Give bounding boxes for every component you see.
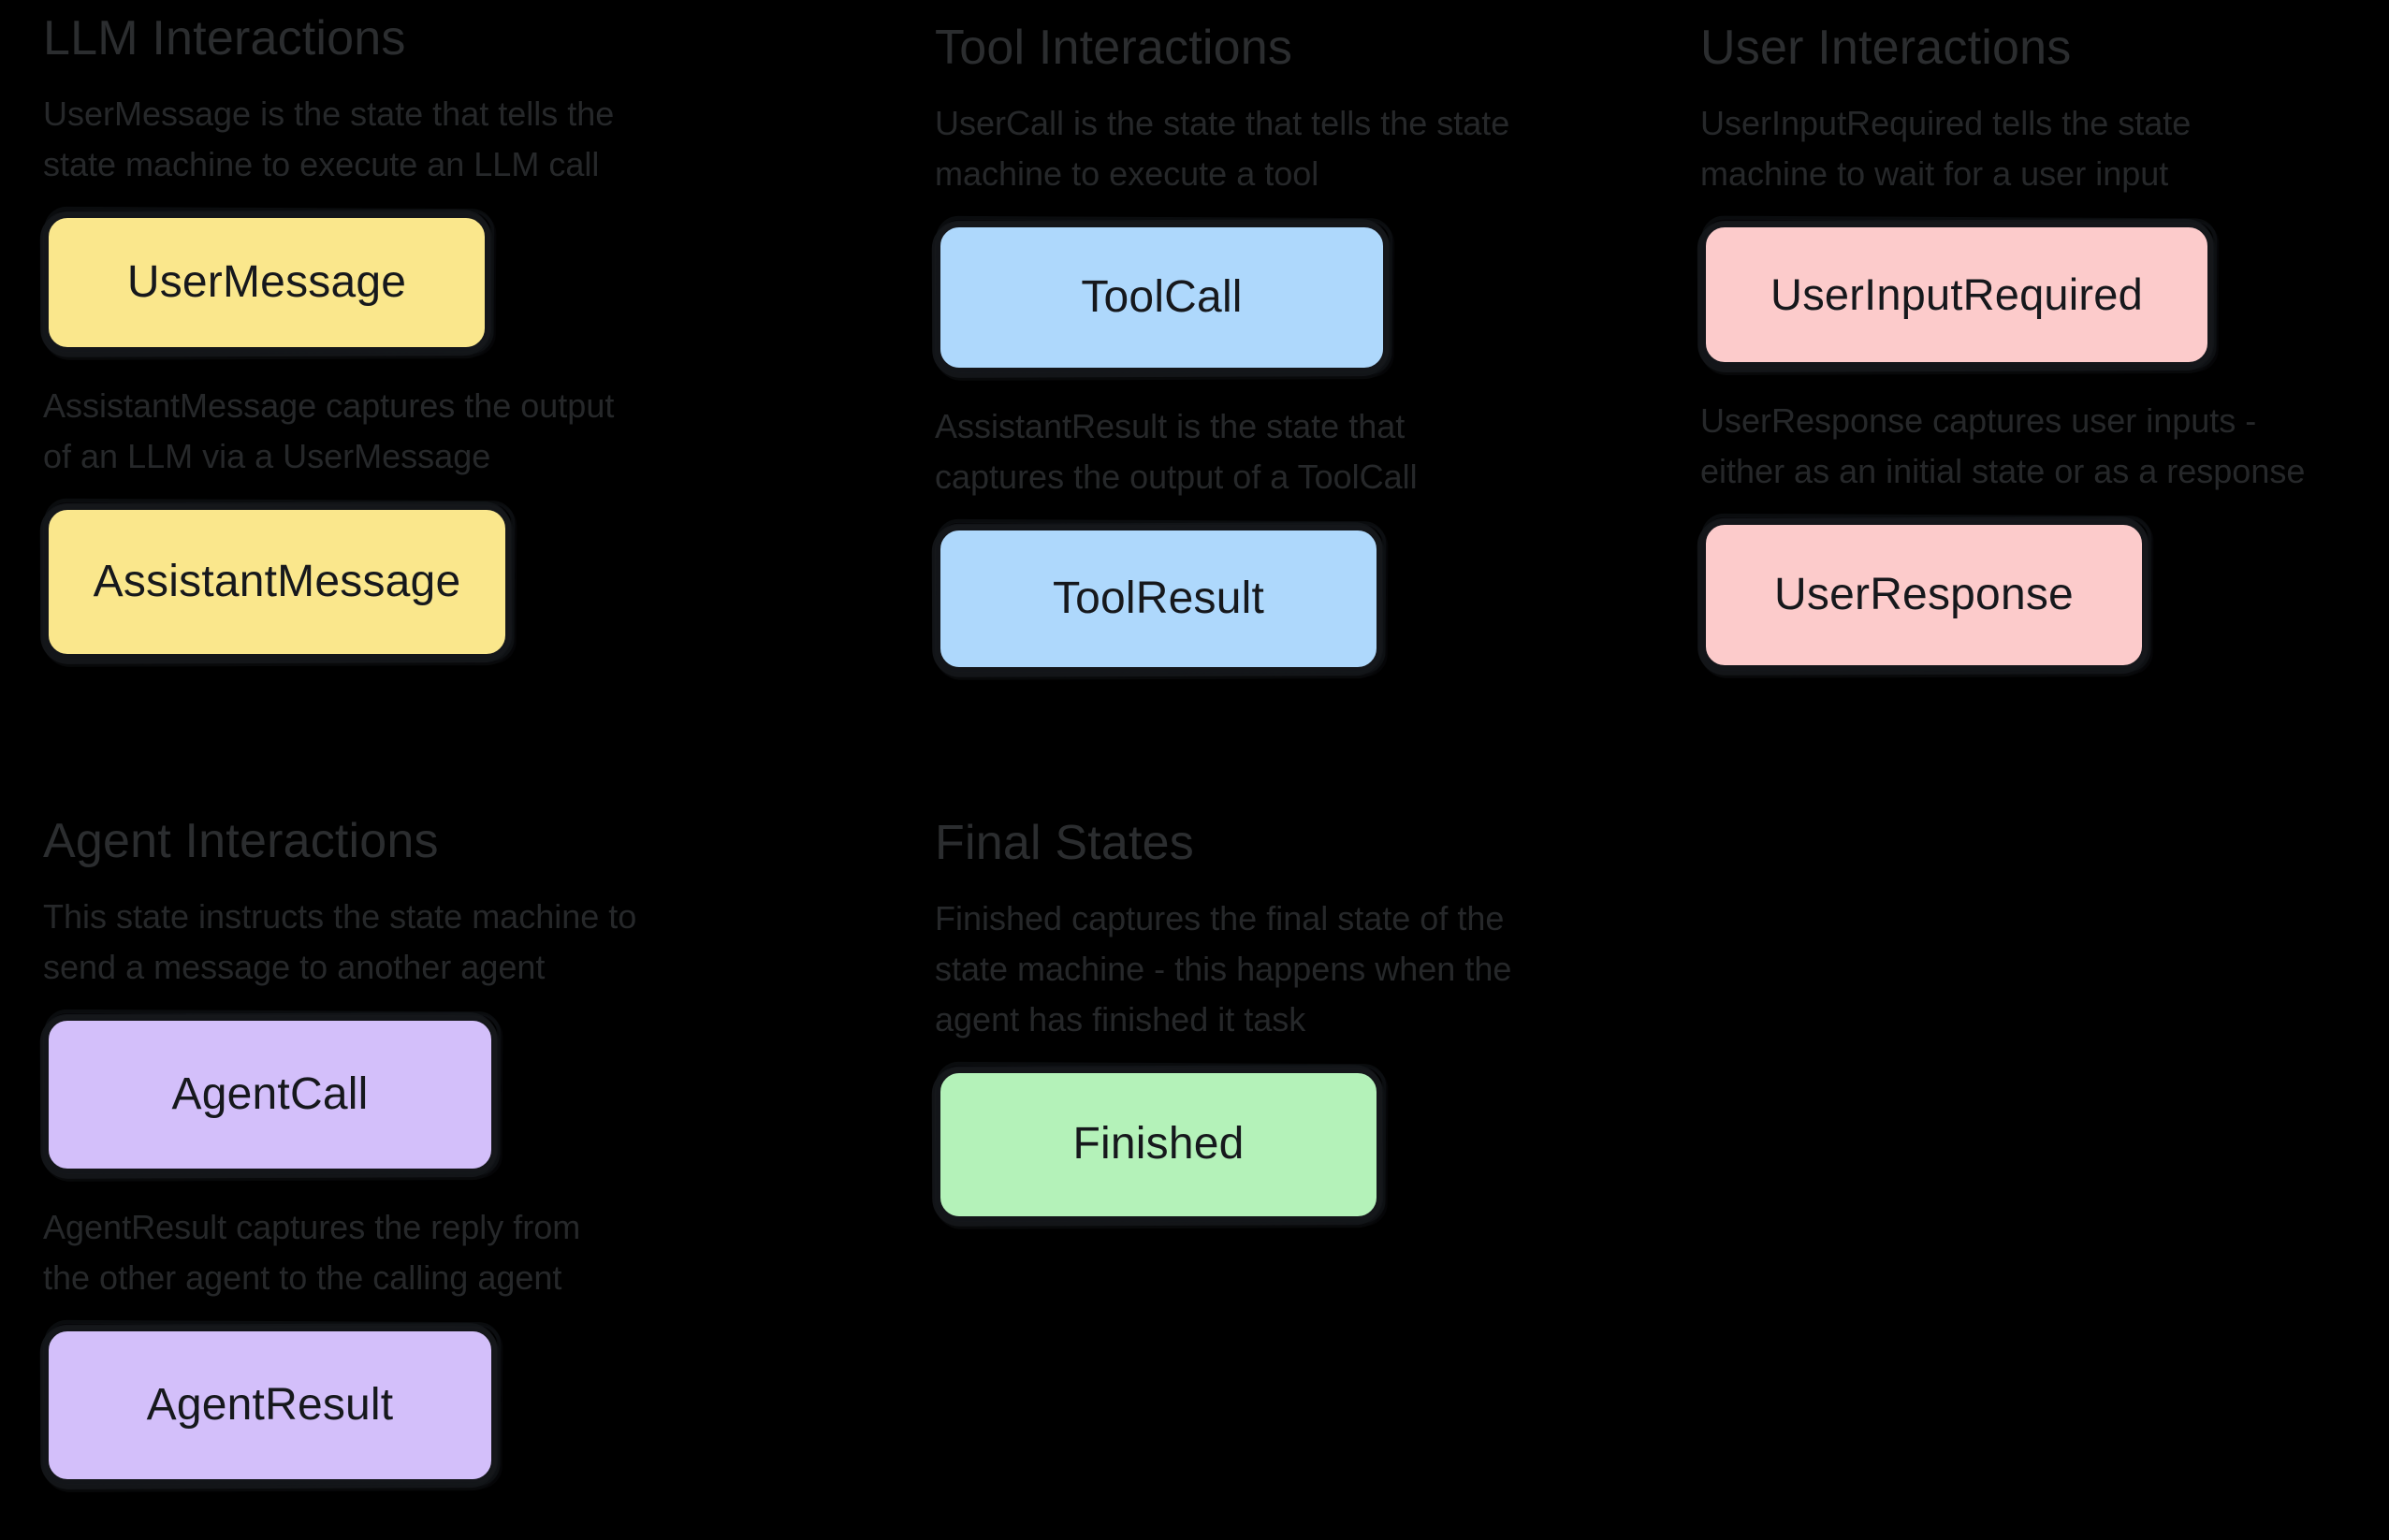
note-toolcall-description: UserCall is the state that tells the sta… bbox=[935, 103, 1510, 193]
note-agentcall-description: This state instructs the state machine t… bbox=[43, 896, 637, 986]
group-title-llm-interactions: LLM Interactions bbox=[43, 11, 406, 65]
node-slot-userinputrequired: UserInputRequired bbox=[1700, 221, 2305, 368]
node-slot-assistantmessage: AssistantMessage bbox=[43, 503, 614, 660]
state-node-userresponse[interactable]: UserResponse bbox=[1700, 518, 2148, 671]
note-finished-description: Finished captures the final state of the… bbox=[935, 898, 1512, 1039]
state-node-userinputrequired[interactable]: UserInputRequired bbox=[1700, 221, 2213, 368]
state-node-assistantmessage[interactable]: AssistantMessage bbox=[43, 503, 511, 660]
state-node-toolcall[interactable]: ToolCall bbox=[935, 221, 1389, 373]
state-node-finished[interactable]: Finished bbox=[935, 1067, 1382, 1222]
state-node-label: Finished bbox=[1072, 1119, 1245, 1170]
node-slot-finished: Finished bbox=[935, 1067, 1511, 1222]
state-node-agentcall[interactable]: AgentCall bbox=[43, 1014, 497, 1174]
state-node-label: AssistantMessage bbox=[93, 556, 461, 606]
group-agent-interactions: Agent Interactions This state instructs … bbox=[43, 816, 636, 1485]
note-usermessage-description: UserMessage is the state that tells the … bbox=[43, 94, 615, 183]
group-title-tool-interactions: Tool Interactions bbox=[935, 21, 1293, 75]
group-tool-interactions: Tool Interactions UserCall is the state … bbox=[935, 22, 1509, 673]
group-title-final-states: Final States bbox=[935, 816, 1194, 870]
group-final-states: Final States Finished captures the final… bbox=[935, 818, 1511, 1222]
state-node-label: AgentResult bbox=[146, 1379, 394, 1430]
state-node-agentresult[interactable]: AgentResult bbox=[43, 1325, 497, 1485]
note-assistantmessage-description: AssistantMessage captures the output of … bbox=[43, 385, 615, 475]
group-user-interactions: User Interactions UserInputRequired tell… bbox=[1700, 22, 2305, 671]
node-slot-toolresult: ToolResult bbox=[935, 524, 1509, 673]
state-node-label: UserMessage bbox=[126, 256, 407, 307]
node-slot-agentresult: AgentResult bbox=[43, 1325, 636, 1485]
node-slot-usermessage: UserMessage bbox=[43, 211, 614, 353]
note-agentresult-description: AgentResult captures the reply from the … bbox=[43, 1207, 581, 1297]
note-userresponse-description: UserResponse captures user inputs - eith… bbox=[1700, 400, 2306, 490]
node-slot-toolcall: ToolCall bbox=[935, 221, 1509, 373]
state-node-label: ToolCall bbox=[1081, 271, 1243, 322]
state-node-toolresult[interactable]: ToolResult bbox=[935, 524, 1382, 673]
node-slot-userresponse: UserResponse bbox=[1700, 518, 2305, 671]
state-node-usermessage[interactable]: UserMessage bbox=[43, 211, 490, 353]
note-toolresult-description: AssistantResult is the state that captur… bbox=[935, 406, 1418, 496]
note-userinputrequired-description: UserInputRequired tells the state machin… bbox=[1700, 103, 2192, 193]
state-node-label: UserResponse bbox=[1774, 569, 2074, 619]
state-node-label: AgentCall bbox=[171, 1068, 369, 1119]
group-title-user-interactions: User Interactions bbox=[1700, 21, 2072, 75]
group-llm-interactions: LLM Interactions UserMessage is the stat… bbox=[43, 13, 614, 660]
state-node-label: UserInputRequired bbox=[1770, 269, 2143, 320]
node-slot-agentcall: AgentCall bbox=[43, 1014, 636, 1174]
state-node-label: ToolResult bbox=[1052, 573, 1265, 623]
group-title-agent-interactions: Agent Interactions bbox=[43, 814, 439, 868]
